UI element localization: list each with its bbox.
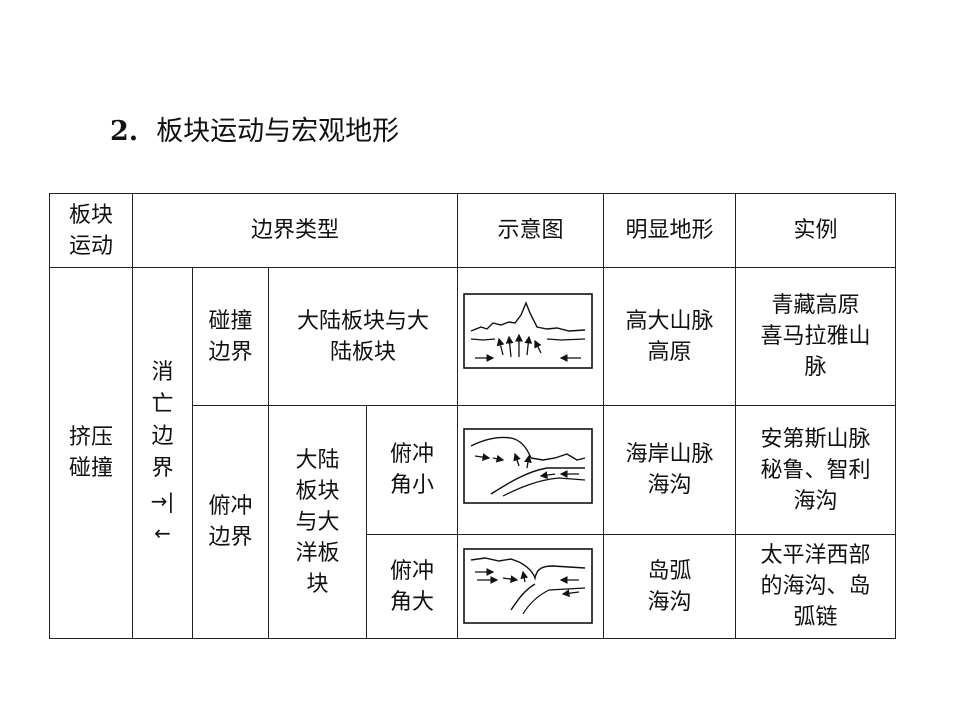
collision-landform: 高大山脉 高原 [604, 268, 735, 405]
header-example: 实例 [793, 218, 838, 243]
boundary-arrow-right: →| [150, 489, 175, 513]
collision-example-line: 喜马拉雅山 [760, 324, 871, 349]
large-landform-line: 岛弧 [647, 558, 692, 584]
collision-landform-line: 高原 [647, 339, 692, 365]
large-example-line: 弧链 [793, 605, 838, 630]
collision-label-line: 边界 [208, 339, 253, 365]
col-divider-4 [366, 405, 367, 639]
collision-landform-line: 高大山脉 [625, 308, 714, 334]
subduction-label-line: 边界 [208, 525, 253, 550]
large-example-line: 太平洋西部 [760, 543, 871, 568]
subduction-boundary-label: 俯冲 边界 [193, 406, 268, 638]
plate-motion-cell: 挤压 碰撞 [50, 268, 132, 638]
large-angle-landform: 岛弧 海沟 [604, 535, 735, 638]
title-text: 板块运动与宏观地形 [156, 116, 400, 147]
subduction-plates: 大陆 板块 与大 洋板 块 [269, 406, 366, 638]
collision-plates-line: 大陆板块与大 [296, 308, 429, 334]
col-divider-1 [132, 193, 133, 639]
destructive-boundary-cell: 消 亡 边 界 →| ← [133, 268, 192, 638]
collision-boundary-label: 碰撞 边界 [193, 268, 268, 405]
header-diagram: 示意图 [497, 218, 564, 243]
large-angle-line: 角大 [389, 589, 434, 615]
subduction-plates-line: 与大 [295, 509, 340, 535]
col-divider-5 [457, 193, 458, 639]
boundary-char: 界 [151, 456, 174, 481]
large-example-line: 的海沟、岛 [760, 574, 871, 599]
col-divider-7 [735, 193, 736, 639]
subduction-plates-line: 板块 [295, 478, 340, 504]
col-divider-3 [268, 267, 269, 639]
boundary-char: 边 [151, 424, 174, 449]
subduction-plates-line: 洋板 [295, 540, 340, 566]
subduction-plates-line: 大陆 [295, 447, 340, 473]
small-angle-label: 俯冲 角小 [367, 406, 457, 534]
large-angle-line: 俯冲 [389, 558, 434, 584]
collision-label-line: 碰撞 [208, 308, 253, 334]
header-divider [49, 267, 896, 268]
col-divider-6 [603, 193, 604, 639]
header-boundary-type: 边界类型 [250, 218, 339, 243]
small-example-line: 安第斯山脉 [760, 426, 871, 452]
boundary-char: 亡 [151, 392, 174, 417]
table-border-top [49, 193, 896, 194]
small-angle-landform: 海岸山脉 海沟 [604, 406, 735, 534]
subduction-label-line: 俯冲 [208, 494, 253, 519]
collision-example: 青藏高原 喜马拉雅山 脉 [736, 268, 895, 405]
large-angle-label: 俯冲 角大 [367, 535, 457, 638]
plate-motion-line: 挤压 [68, 425, 113, 450]
col-divider-2 [192, 267, 193, 639]
boundary-arrow-left: ← [154, 521, 171, 545]
collision-diagram [463, 293, 593, 369]
large-landform-line: 海沟 [647, 589, 692, 615]
row-divider-2 [366, 534, 896, 535]
small-angle-example: 安第斯山脉 秘鲁、智利 海沟 [736, 406, 895, 534]
small-example-line: 秘鲁、智利 [760, 457, 871, 483]
page-title: 2. 板块运动与宏观地形 [110, 112, 399, 152]
table-border-left [49, 193, 50, 639]
row-divider-1 [192, 405, 896, 406]
plate-motion-line: 碰撞 [68, 456, 113, 481]
large-angle-example: 太平洋西部 的海沟、岛 弧链 [736, 535, 895, 638]
collision-example-line: 青藏高原 [771, 293, 860, 318]
collision-example-line: 脉 [804, 355, 827, 380]
table-border-right [895, 193, 896, 639]
table-border-bottom [49, 638, 896, 639]
small-example-line: 海沟 [793, 488, 838, 514]
small-angle-subduction-diagram [463, 428, 593, 504]
subduction-plates-line: 块 [306, 571, 329, 597]
header-plate-motion: 板块 运动 [50, 194, 132, 267]
collision-plates-line: 陆板块 [329, 339, 396, 365]
title-number: 2. [110, 116, 139, 147]
small-landform-line: 海岸山脉 [625, 442, 714, 467]
header-plate-motion-line: 板块 [68, 202, 113, 228]
small-angle-line: 角小 [389, 473, 434, 498]
header-landform: 明显地形 [625, 218, 714, 243]
small-landform-line: 海沟 [647, 473, 692, 498]
large-angle-subduction-diagram [463, 548, 593, 624]
header-plate-motion-line: 运动 [68, 233, 113, 259]
small-angle-line: 俯冲 [389, 442, 434, 467]
boundary-char: 消 [151, 360, 174, 385]
collision-plates: 大陆板块与大 陆板块 [269, 268, 457, 405]
